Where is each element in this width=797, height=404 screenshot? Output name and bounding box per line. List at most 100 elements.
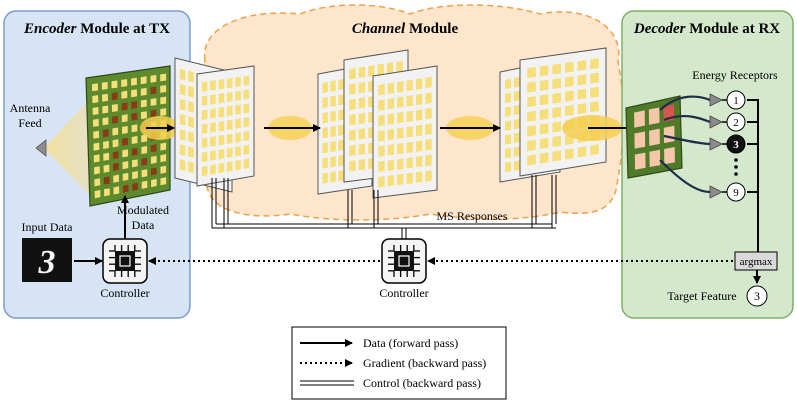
receptor-horn-icon: [709, 93, 723, 107]
channel-panel-cell: [243, 117, 250, 128]
channel-panel-cell: [527, 110, 536, 122]
channel-panel-cell: [527, 96, 536, 108]
channel-panel-cell: [552, 92, 561, 104]
tx-metasurface-cell: [150, 98, 157, 106]
rx-metasurface-cells: [634, 104, 675, 170]
channel-panel-cell: [539, 65, 549, 77]
channel-panel-cell: [368, 65, 375, 77]
channel-panel-cell: [201, 165, 208, 177]
channel-panel-cell: [322, 142, 328, 154]
tx-metasurface-cell: [122, 172, 129, 181]
channel-panel-cell: [415, 124, 423, 137]
channel-panel-cell: [565, 76, 574, 88]
tx-metasurface-cell: [104, 188, 110, 197]
channel-panel-cell: [210, 164, 216, 175]
tx-metasurface-cell: [151, 179, 157, 188]
tx-metasurface-cell: [111, 104, 118, 112]
channel-panel-cell: [235, 146, 241, 157]
channel-panel-cell: [201, 109, 208, 120]
tx-metasurface-cell: [160, 73, 167, 82]
tx-metasurface-cell: [121, 90, 128, 99]
input-digit: 3: [38, 244, 56, 281]
channel-panel-cell: [358, 112, 366, 125]
tx-metasurface-cell: [160, 96, 167, 105]
channel-panel-cell: [188, 161, 194, 173]
channel-panel-cell: [218, 79, 225, 90]
channel-panel-cell: [387, 175, 395, 187]
channel-panel-cell: [565, 148, 574, 160]
tx-metasurface-cell: [92, 118, 99, 127]
channel-panel-cell: [330, 80, 336, 92]
receptor-circle: [726, 90, 746, 110]
channel-panel-cell: [322, 81, 328, 94]
receptor-index: 1: [733, 95, 739, 107]
channel-panel-cell: [406, 110, 413, 123]
channel-panel-cell: [210, 150, 216, 161]
channel-panel-cell: [406, 172, 413, 184]
ctrl-drop-2: [223, 178, 229, 228]
channel-panel-cell: [378, 84, 385, 96]
antenna-feed-label-1: Antenna: [10, 101, 51, 115]
channel-panel-cell: [565, 61, 574, 73]
tx-metasurface: [85, 65, 171, 207]
tx-metasurface-cell: [92, 95, 99, 104]
channel-panel-cell: [552, 106, 561, 118]
feed-line-9: [659, 159, 711, 194]
channel-panel-cell: [505, 92, 511, 104]
channel-panel-cell: [235, 104, 241, 115]
modulated-label-1: Modulated: [117, 203, 169, 217]
tx-metasurface-cell: [102, 129, 109, 138]
ctrl-to-controller: [401, 228, 407, 240]
tx-metasurface-cell: [111, 80, 118, 89]
tx-metasurface-cell: [94, 190, 101, 199]
controller-tx-chip-icon: [102, 238, 148, 284]
channel-panel-cell: [505, 148, 511, 159]
legend-control-label: Control (backward pass): [363, 376, 481, 390]
tx-metasurface-cell: [113, 162, 119, 171]
channel-panel-cell: [218, 107, 225, 118]
receptor-horn-icon: [709, 185, 723, 199]
receptor-horn-icon: [709, 137, 723, 151]
channel-panel-cell: [358, 143, 366, 155]
decoder-module: Decoder Module at RX: [621, 10, 794, 319]
tx-metasurface-cell: [103, 152, 110, 161]
decoder-module-title: Decoder Module at RX: [633, 21, 780, 37]
channel-panel-cell: [338, 78, 344, 91]
channel-beams: [264, 115, 647, 141]
channel-panel-cell: [235, 118, 241, 129]
rx-metasurface-cell: [649, 149, 661, 167]
channel-panel-cell: [513, 104, 520, 116]
channel-panel-cell: [577, 146, 587, 158]
controller-tx-label: Controller: [100, 286, 149, 300]
tx-metasurface-cell: [113, 174, 119, 183]
tx-metasurface-cell: [131, 112, 138, 121]
channel-panel-cell: [415, 109, 423, 121]
channel-module-title: Channel Module: [352, 21, 459, 37]
rx-metasurface-cell: [634, 110, 645, 128]
tx-metasurface-cell: [121, 79, 128, 87]
tx-metasurface-cell: [122, 149, 129, 158]
channel-panel-cell: [527, 81, 536, 93]
channel-panel-cell: [322, 97, 328, 109]
tx-metasurface-cell: [141, 157, 148, 166]
tx-metasurface-cell: [103, 176, 110, 185]
channel-panel-cell: [330, 110, 336, 122]
tx-metasurface-cell: [132, 182, 138, 191]
channel-panel-cell: [188, 70, 194, 83]
channel-panel-cell: [406, 79, 413, 92]
channel-panel-cell: [425, 123, 432, 135]
channel-panel-cell: [425, 76, 432, 89]
tx-metasurface-cell: [131, 101, 138, 109]
channel-panel-cell: [527, 125, 536, 137]
channel-panel-cell: [330, 171, 336, 183]
channel-panel-cell: [397, 127, 404, 139]
tx-metasurface-cell: [160, 85, 167, 93]
receptor-index: 3: [733, 139, 739, 151]
channel-panel-cell: [577, 60, 587, 71]
channel-panel-cell: [378, 160, 385, 173]
tx-metasurface-cell: [140, 99, 147, 108]
channel-panel-cell: [235, 90, 241, 101]
tx-metasurface-cell: [150, 155, 157, 164]
tx-metasurface-cell: [102, 105, 109, 114]
